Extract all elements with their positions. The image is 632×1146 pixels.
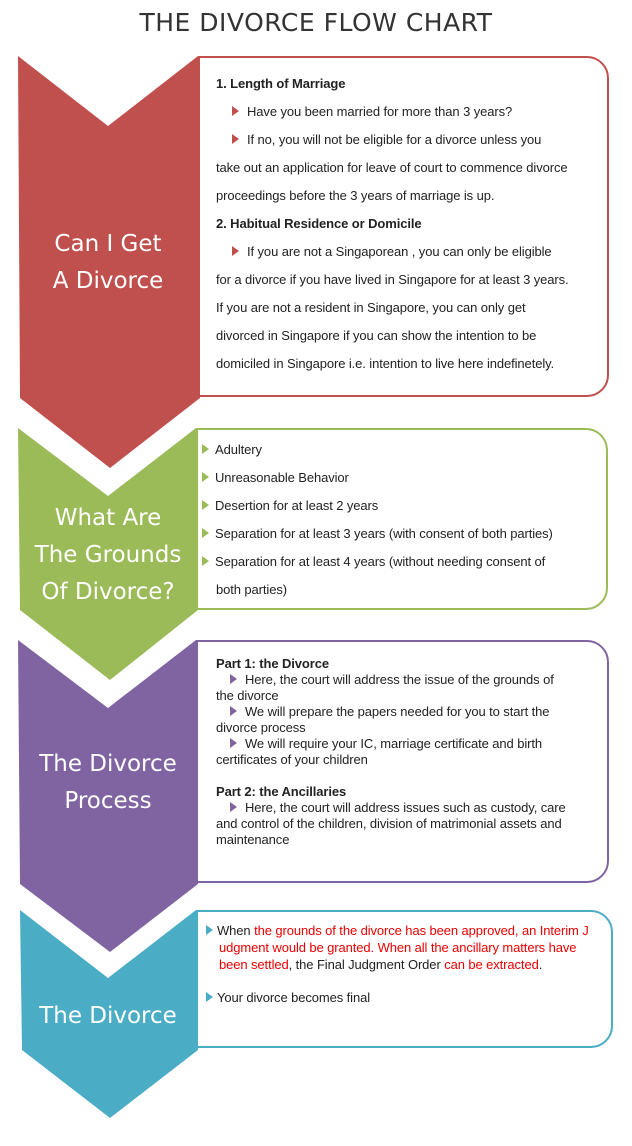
page-title: THE DIVORCE FLOW CHART [139,8,493,37]
section-heading: Part 2: the Ancillaries [216,784,347,799]
text-run: , the Final Judgment Order [288,957,445,972]
label-line: Can I Get [54,231,162,257]
label-line: The Divorce [39,751,177,777]
label-line: Process [64,788,152,814]
text-line: domiciled in Singapore i.e. intention to… [216,356,555,371]
chevron-step-3 [18,640,198,952]
chevron-step-1 [18,56,200,468]
bullet-icon [232,106,239,116]
list-item: Your divorce becomes final [206,989,605,1006]
step-4-label: The Divorce [20,998,196,1035]
step-1-label: Can I Get A Divorce [20,226,196,300]
bullet-icon [202,472,209,482]
label-line: A Divorce [52,268,164,294]
text-line: If you are not a resident in Singapore, … [216,300,526,315]
bullet-icon [206,925,213,935]
label-line: What Are [54,505,162,531]
text-line: maintenance [216,832,290,847]
step-2-label: What Are The Grounds Of Divorce? [20,500,196,611]
bullet-text: We will require your IC, marriage certif… [245,736,542,751]
bullet-text: Here, the court will address the issue o… [245,672,554,687]
text-run: . [538,957,543,972]
text-line: take out an application for leave of cou… [216,160,568,175]
text-line: certificates of your children [216,752,368,767]
bullet-icon [230,674,237,684]
bullet-text: If no, you will not be eligible for a di… [247,132,542,147]
step-3-label: The Divorce Process [20,746,196,820]
bullet-icon [230,802,237,812]
highlight-text: can be extracted [444,957,539,972]
bullet-text: If you are not a Singaporean , you can o… [247,244,552,259]
text-run: When [217,923,255,938]
chevron-step-4 [20,910,198,1118]
bullet-icon [206,992,213,1002]
bullet-icon [202,500,209,510]
text-line: for a divorce if you have lived in Singa… [216,272,569,287]
step-4-box: When the grounds of the divorce has been… [196,910,613,1048]
bullet-text: We will prepare the papers needed for yo… [245,704,550,719]
bullet-icon [202,556,209,566]
list-item: Separation for at least 4 years (without… [215,554,546,569]
bullet-icon [202,528,209,538]
list-item: Adultery [215,442,262,457]
highlight-text: the grounds of the divorce has been appr… [219,923,589,972]
text-line: the divorce [216,688,279,703]
step-2-box: Adultery Unreasonable Behavior Desertion… [196,428,608,610]
bullet-icon [230,706,237,716]
chevron-step-2 [18,428,198,680]
label-line: Of Divorce? [41,579,175,605]
bullet-text: Your divorce becomes final [217,990,371,1005]
list-item: Desertion for at least 2 years [215,498,379,513]
text-line: and control of the children, division of… [216,816,562,831]
label-line: The Divorce [39,1003,177,1029]
text-line: both parties) [216,582,287,597]
bullet-text: Here, the court will address issues such… [245,800,566,815]
bullet-icon [232,134,239,144]
label-line: The Grounds [34,542,182,568]
step-1-box: 1. Length of Marriage Have you been marr… [198,56,609,397]
section-heading: 2. Habitual Residence or Domicile [216,216,422,231]
bullet-icon [232,246,239,256]
text-line: divorced in Singapore if you can show th… [216,328,537,343]
bullet-icon [202,444,209,454]
list-item: When the grounds of the divorce has been… [206,922,605,973]
step-3-box: Part 1: the Divorce Here, the court will… [196,640,609,883]
list-item: Separation for at least 3 years (with co… [215,526,553,541]
text-line: divorce process [216,720,306,735]
section-heading: Part 1: the Divorce [216,656,329,671]
bullet-icon [230,738,237,748]
list-item: Unreasonable Behavior [215,470,349,485]
text-line: proceedings before the 3 years of marria… [216,188,495,203]
section-heading: 1. Length of Marriage [216,76,346,91]
bullet-text: Have you been married for more than 3 ye… [247,104,513,119]
